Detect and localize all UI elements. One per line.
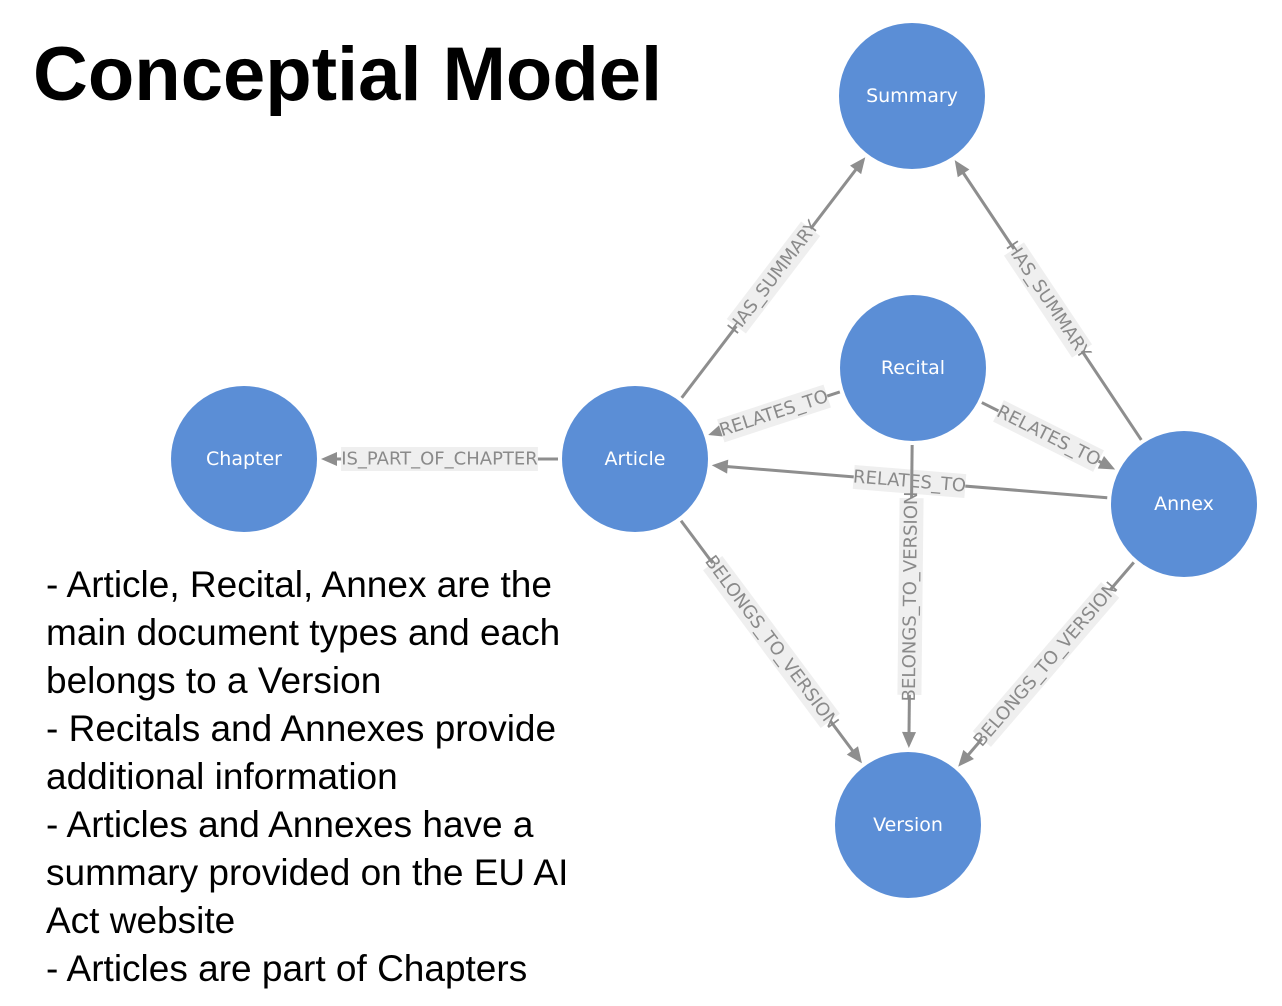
edge-label: IS_PART_OF_CHAPTER — [341, 449, 538, 470]
node-circle — [835, 752, 981, 898]
node-label: Annex — [1154, 493, 1214, 515]
arrow-head — [902, 731, 917, 749]
edge-article-version: BELONGS_TO_VERSION — [679, 519, 862, 764]
note-line: Act website — [46, 900, 236, 941]
edge-annex-summary: HAS_SUMMARY — [954, 160, 1143, 441]
edge-label-group: RELATES_TO — [993, 400, 1104, 472]
node-article[interactable]: Article — [562, 386, 708, 532]
page-title: Conceptial Model — [33, 32, 663, 117]
node-annex[interactable]: Annex — [1111, 431, 1257, 577]
node-version[interactable]: Version — [835, 752, 981, 898]
edge-label-bg — [726, 221, 821, 334]
edge-label-bg — [717, 384, 831, 443]
edge-label-group: IS_PART_OF_CHAPTER — [341, 447, 538, 471]
edge-annex-version: BELONGS_TO_VERSION — [958, 561, 1135, 767]
arrow-head — [711, 459, 729, 474]
edge-label: BELONGS_TO_VERSION — [970, 578, 1123, 751]
node-label: Version — [873, 814, 943, 836]
edge-label-group: RELATES_TO — [717, 384, 831, 443]
edge-label-group: BELONGS_TO_VERSION — [700, 552, 842, 733]
note-line: - Articles are part of Chapters — [46, 948, 528, 989]
edge-label-bg — [993, 400, 1104, 472]
node-circle — [1111, 431, 1257, 577]
note-line: - Recitals and Annexes provide — [46, 708, 557, 749]
edge-label-bg — [852, 464, 967, 499]
arrow-head — [321, 452, 337, 466]
node-label: Chapter — [206, 448, 282, 470]
arrow-head — [954, 160, 970, 178]
edge-label-bg — [341, 447, 538, 471]
edge-label: HAS_SUMMARY — [1001, 237, 1095, 363]
edge-recital-annex: RELATES_TO — [981, 400, 1116, 472]
edge-article-chapter: IS_PART_OF_CHAPTER — [321, 447, 558, 471]
edge-label: RELATES_TO — [717, 386, 831, 441]
node-label: Article — [605, 448, 666, 470]
node-label: Summary — [866, 85, 958, 107]
note-line: - Article, Recital, Annex are the — [46, 564, 552, 605]
edge-label: BELONGS_TO_VERSION — [899, 491, 922, 701]
arrow-head — [1097, 456, 1116, 470]
edge-label-bg — [703, 555, 840, 729]
notes-text: - Article, Recital, Annex are the main d… — [46, 561, 646, 993]
arrow-head — [958, 749, 974, 767]
node-circle — [562, 386, 708, 532]
node-circle — [839, 23, 985, 169]
node-circle — [840, 295, 986, 441]
edge-label: RELATES_TO — [993, 401, 1104, 471]
edge-label-group: HAS_SUMMARY — [1001, 237, 1095, 363]
edge-recital-article: RELATES_TO — [708, 384, 841, 443]
node-summary[interactable]: Summary — [839, 23, 985, 169]
edge-recital-version: BELONGS_TO_VERSION — [897, 444, 924, 749]
edge-label: BELONGS_TO_VERSION — [700, 552, 842, 733]
edge-article-summary: HAS_SUMMARY — [680, 157, 866, 399]
edge-label-group: HAS_SUMMARY — [724, 216, 824, 338]
note-line: main document types and each — [46, 612, 561, 653]
node-circle — [171, 386, 317, 532]
edge-label-bg — [972, 582, 1120, 747]
node-chapter[interactable]: Chapter — [171, 386, 317, 532]
edge-label-bg — [1004, 242, 1092, 358]
arrow-head — [850, 157, 866, 175]
node-label: Recital — [881, 357, 945, 379]
edge-label: HAS_SUMMARY — [724, 216, 824, 338]
note-line: summary provided on the EU AI — [46, 852, 569, 893]
edge-label-bg — [897, 497, 924, 696]
note-line: - Articles and Annexes have a — [46, 804, 534, 845]
note-line: additional information — [46, 756, 398, 797]
arrow-head — [846, 746, 862, 764]
note-line: belongs to a Version — [46, 660, 382, 701]
node-recital[interactable]: Recital — [840, 295, 986, 441]
edge-label-group: BELONGS_TO_VERSION — [970, 578, 1123, 751]
edge-label-group: BELONGS_TO_VERSION — [897, 491, 924, 702]
